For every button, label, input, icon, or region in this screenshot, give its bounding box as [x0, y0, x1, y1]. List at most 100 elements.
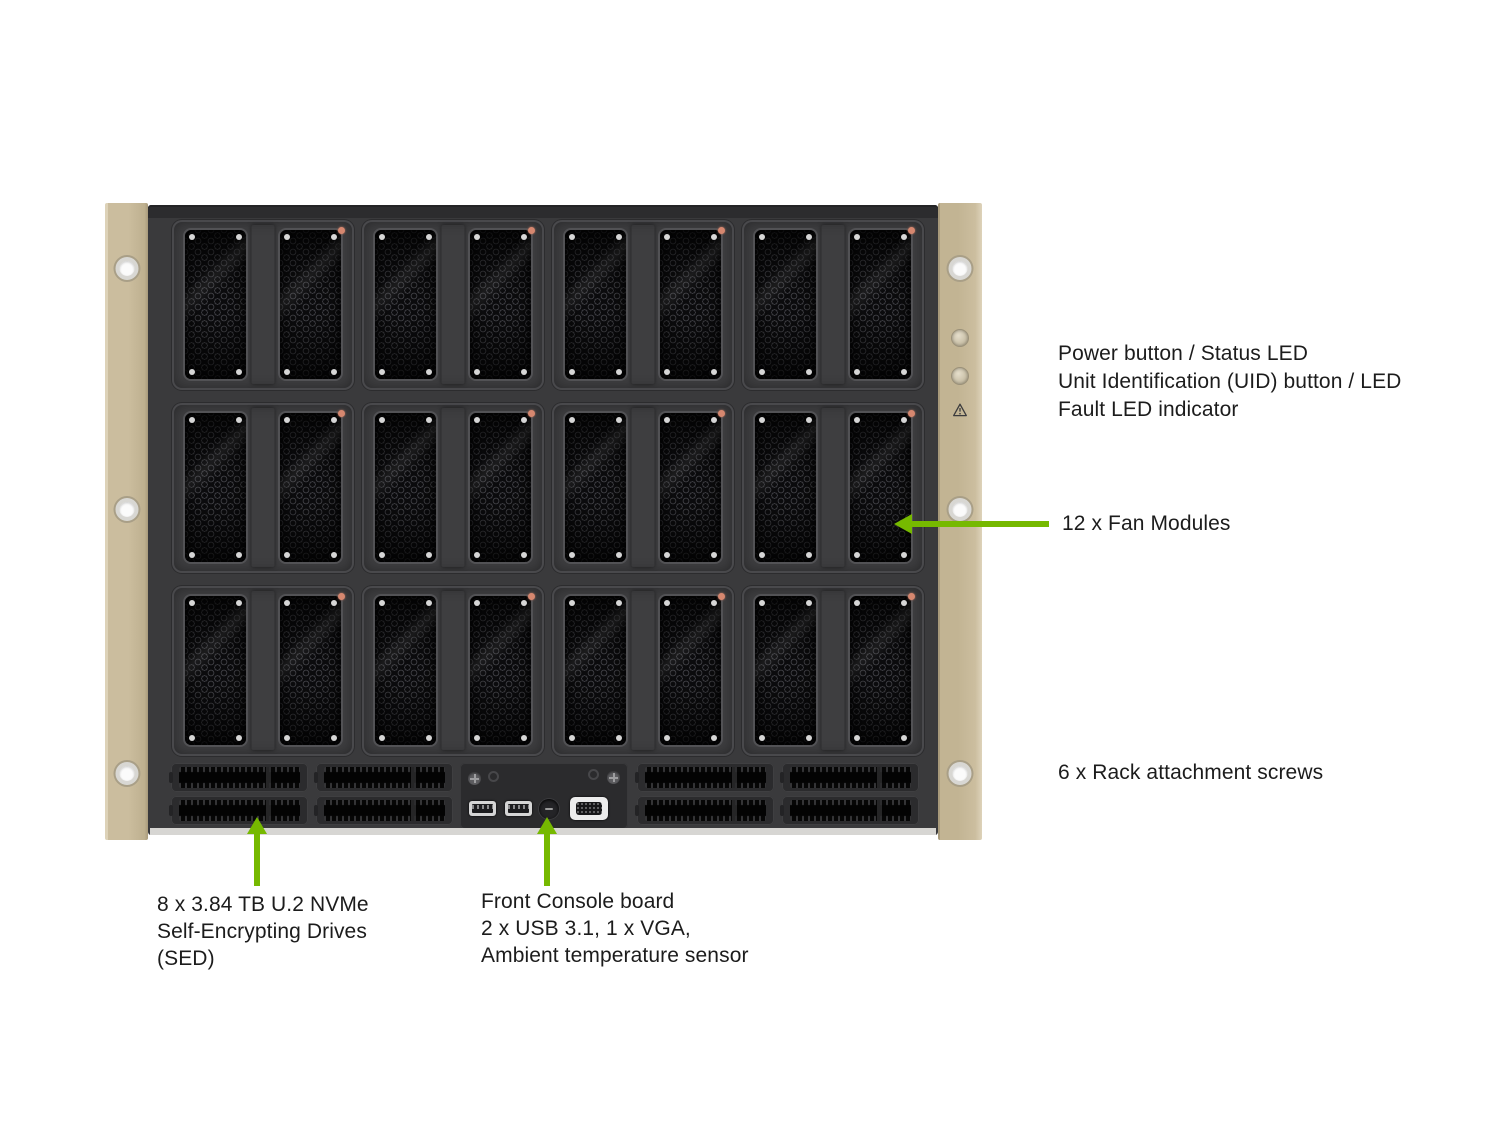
grille-screw-icon [236, 369, 242, 375]
grille-screw-icon [379, 600, 385, 606]
grille-screw-icon [379, 552, 385, 558]
grille-screw-icon [664, 417, 670, 423]
grille-screw-icon [854, 600, 860, 606]
grille-screw-icon [664, 369, 670, 375]
grille-screw-icon [616, 600, 622, 606]
uid-button [951, 367, 969, 385]
fan-grille-left [753, 228, 818, 381]
fan-module [362, 586, 544, 756]
grille-screw-icon [854, 234, 860, 240]
grille-screw-icon [521, 552, 527, 558]
fan-module-handle [442, 225, 465, 384]
grille-screw-icon [711, 600, 717, 606]
grille-screw-icon [901, 735, 907, 741]
grille-screw-icon [379, 417, 385, 423]
label-line: 2 x USB 3.1, 1 x VGA, [481, 917, 691, 940]
fan-status-led [528, 593, 535, 600]
grille-screw-icon [426, 369, 432, 375]
fan-grille-left [563, 228, 628, 381]
grille-screw-icon [189, 417, 195, 423]
grille-screw-icon [664, 600, 670, 606]
grille-screw-icon [189, 234, 195, 240]
temperature-sensor [539, 799, 559, 819]
grille-screw-icon [901, 600, 907, 606]
grille-screw-icon [711, 369, 717, 375]
rack-screw-icon [948, 257, 972, 280]
fan-module [362, 220, 544, 390]
fan-grille-left [563, 594, 628, 747]
drive-bay [780, 796, 919, 825]
fan-status-led [718, 593, 725, 600]
drive-group-left [169, 763, 453, 825]
grille-screw-icon [331, 600, 337, 606]
fan-status-led [338, 227, 345, 234]
fan-arrow-head-icon [894, 514, 912, 534]
grille-screw-icon [616, 552, 622, 558]
grille-screw-icon [189, 735, 195, 741]
fan-status-led [718, 227, 725, 234]
grille-screw-icon [331, 417, 337, 423]
label-line: Front Console board [481, 890, 675, 913]
console-hole-icon [488, 771, 499, 782]
grille-screw-icon [236, 234, 242, 240]
fan-module [552, 403, 734, 573]
label-line: Ambient temperature sensor [481, 944, 749, 967]
fan-grille-right [278, 594, 343, 747]
grille-screw-icon [189, 600, 195, 606]
drive-vent-fins [790, 767, 911, 788]
grille-screw-icon [759, 735, 765, 741]
grille-screw-icon [331, 552, 337, 558]
fan-grille-left [373, 594, 438, 747]
fan-module [552, 220, 734, 390]
fan-grille-left [373, 228, 438, 381]
grille-screw-icon [711, 234, 717, 240]
drive-bay [314, 763, 453, 792]
grille-screw-icon [284, 417, 290, 423]
grille-screw-icon [616, 234, 622, 240]
grille-screw-icon [616, 735, 622, 741]
fan-module [172, 220, 354, 390]
grille-screw-icon [806, 552, 812, 558]
grille-screw-icon [806, 369, 812, 375]
grille-screw-icon [474, 234, 480, 240]
drive-vent-fins [179, 767, 300, 788]
grille-screw-icon [284, 234, 290, 240]
fan-status-led [908, 410, 915, 417]
fan-grille-left [563, 411, 628, 564]
grille-screw-icon [616, 369, 622, 375]
rack-screw-icon [115, 498, 138, 521]
grille-screw-icon [474, 600, 480, 606]
fan-grille-left [183, 594, 248, 747]
grille-screw-icon [426, 417, 432, 423]
grille-screw-icon [854, 369, 860, 375]
grille-screw-icon [379, 234, 385, 240]
fan-grille-right [468, 228, 533, 381]
fan-grille-right [468, 411, 533, 564]
grille-screw-icon [569, 735, 575, 741]
fan-status-led [718, 410, 725, 417]
fan-module [552, 586, 734, 756]
rack-screw-icon [948, 498, 972, 521]
fan-module [742, 403, 924, 573]
fan-grille-left [753, 594, 818, 747]
grille-screw-icon [759, 552, 765, 558]
fan-module [362, 403, 544, 573]
fan-grid [172, 220, 924, 756]
grille-screw-icon [474, 369, 480, 375]
label-line: Self-Encrypting Drives [157, 920, 367, 943]
grille-screw-icon [521, 234, 527, 240]
grille-screw-icon [901, 552, 907, 558]
fan-grille-left [373, 411, 438, 564]
grille-screw-icon [474, 552, 480, 558]
fan-module [172, 586, 354, 756]
fan-module-handle [252, 408, 275, 567]
grille-screw-icon [521, 369, 527, 375]
label-line: Unit Identification (UID) button / LED [1058, 370, 1402, 393]
fan-module [172, 403, 354, 573]
fan-grille-right [468, 594, 533, 747]
grille-screw-icon [569, 600, 575, 606]
fan-grille-right [848, 411, 913, 564]
fan-module-handle [442, 408, 465, 567]
fan-grille-right [278, 228, 343, 381]
